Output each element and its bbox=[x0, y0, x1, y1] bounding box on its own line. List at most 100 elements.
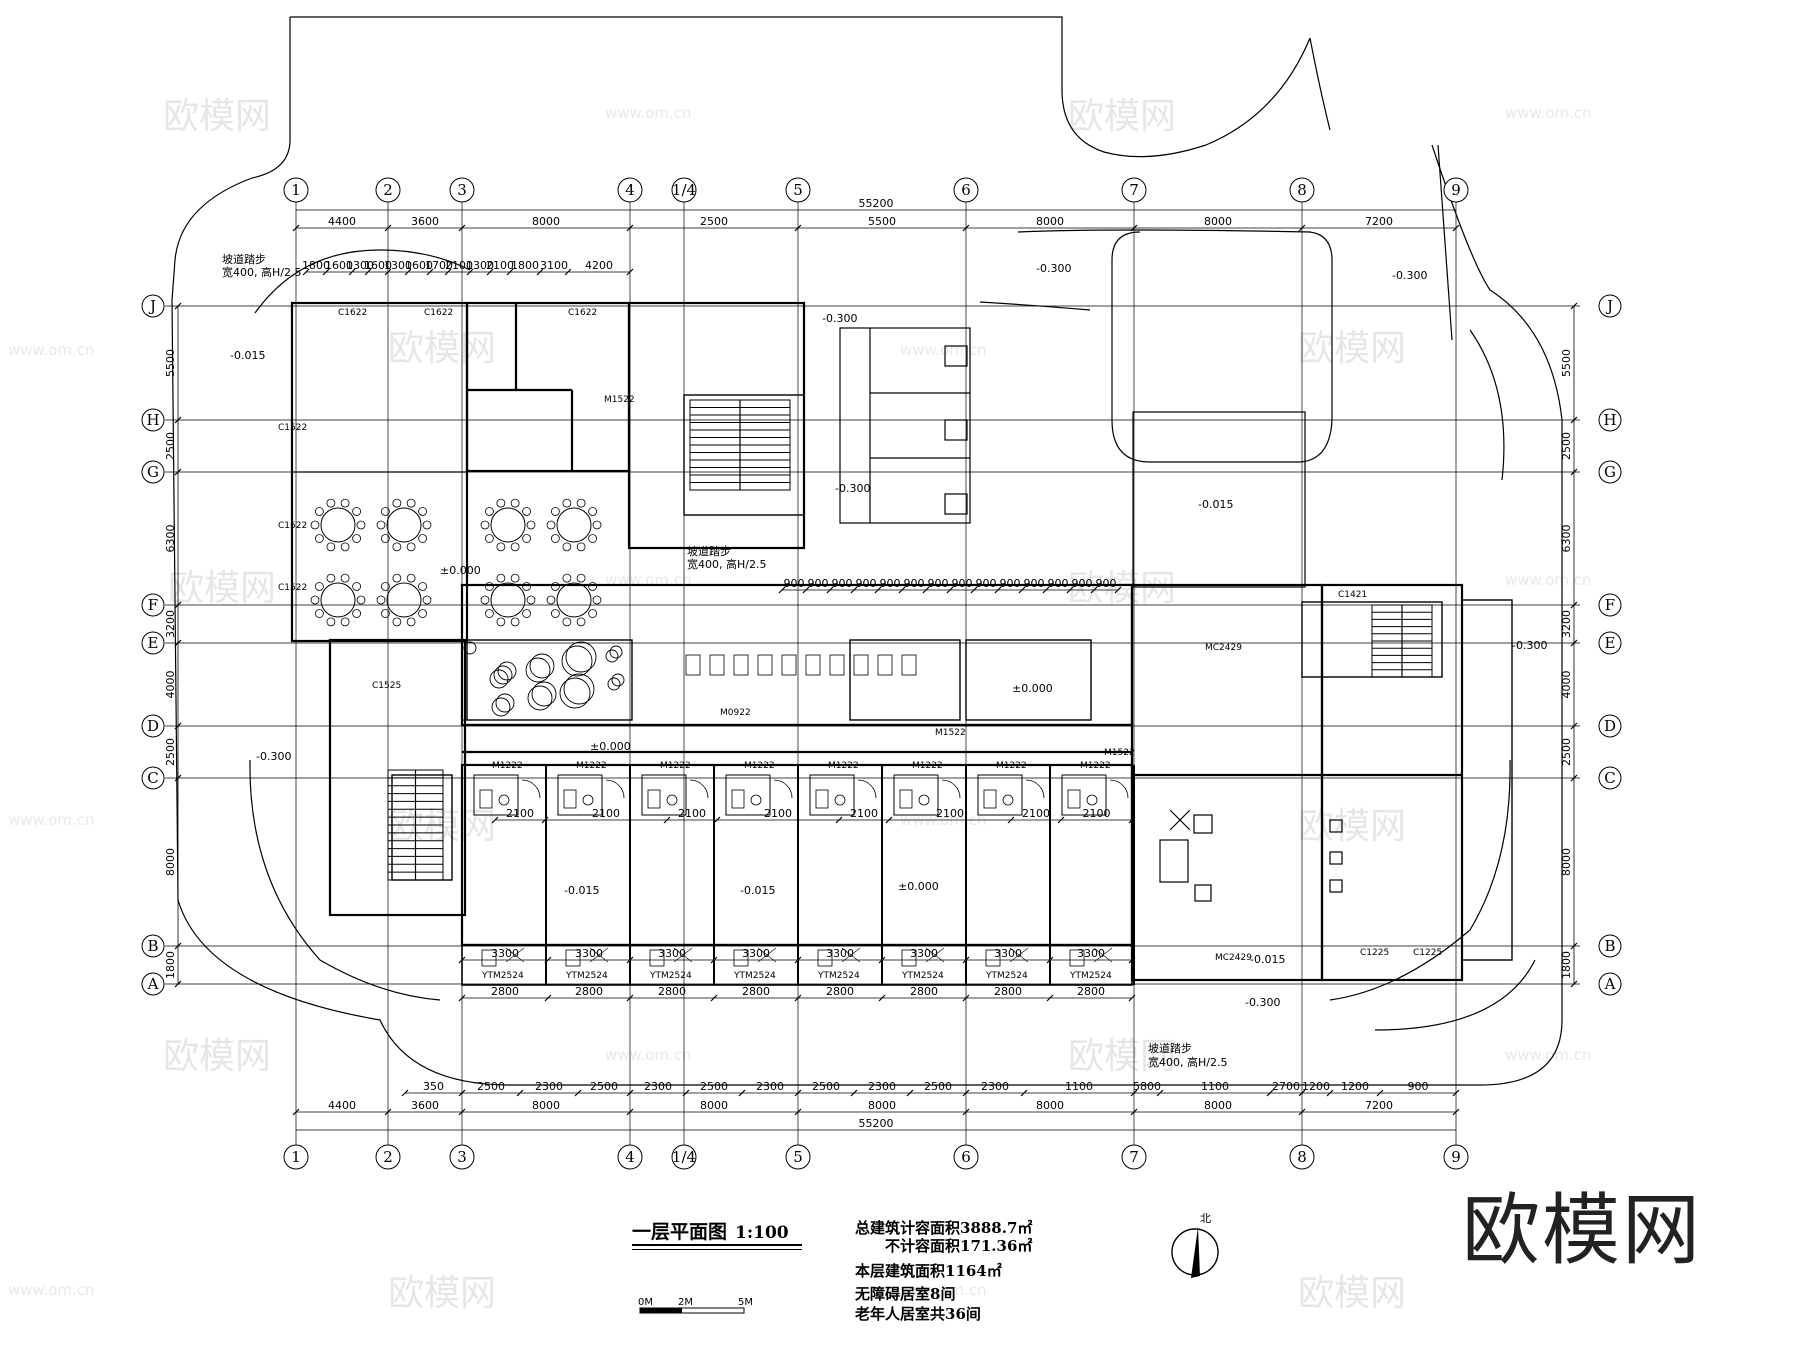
axis-bubble-row: C bbox=[141, 766, 165, 790]
window-tag: C1622 bbox=[424, 308, 453, 318]
axis-label-column: 7 bbox=[1129, 1148, 1139, 1166]
dimension-value: 3200 bbox=[1560, 610, 1573, 638]
dimension-detail-top: 1800160013001600130016001700210013002100… bbox=[302, 259, 634, 276]
dimension-value: 8000 bbox=[1204, 1099, 1232, 1112]
ramp-spec: 宽400, 高H/2.5 bbox=[1148, 1055, 1227, 1069]
toilet-stall bbox=[877, 654, 893, 676]
watermark-text: 欧模网 bbox=[1068, 1036, 1176, 1077]
door-tag: M0922 bbox=[720, 708, 751, 718]
dimension-value: 8000 bbox=[700, 1099, 728, 1112]
axis-label-row: C bbox=[1604, 769, 1615, 787]
dimension-value: 3200 bbox=[164, 610, 177, 638]
dimension-value: 4000 bbox=[164, 671, 177, 699]
dimension-value: 900 bbox=[1000, 577, 1021, 590]
dimension-value: 900 bbox=[1048, 577, 1069, 590]
watermark-url: www.om.cn bbox=[1505, 104, 1592, 122]
watermark-text: 欧模网 bbox=[388, 806, 496, 847]
axis-label-column: 8 bbox=[1297, 1148, 1307, 1166]
level-mark-outdoor: -0.300 bbox=[1245, 996, 1280, 1009]
door-tag: M1222 bbox=[912, 761, 943, 771]
area-note-exempt: 不计容面积171.36㎡ bbox=[885, 1237, 1033, 1255]
watermark-url: www.om.cn bbox=[605, 1046, 692, 1064]
axis-label-row: A bbox=[1604, 975, 1616, 993]
watermark-text: 欧模网 bbox=[1298, 1273, 1406, 1314]
dimension-value: 900 bbox=[928, 577, 949, 590]
dimension-value: 2500 bbox=[924, 1080, 952, 1093]
dimension-value: 5800 bbox=[1133, 1080, 1161, 1093]
dimension-value: 1800 bbox=[302, 259, 330, 272]
axis-bubble-column: 6 bbox=[953, 1144, 979, 1170]
watermark-url: www.om.cn bbox=[1505, 571, 1592, 589]
accessible-room-note: 无障碍居室8间 bbox=[855, 1285, 956, 1303]
window-tag: C1522 bbox=[278, 521, 307, 531]
level-mark-wet: -0.015 bbox=[230, 349, 265, 362]
dimension-value: 3300 bbox=[742, 947, 770, 960]
dimension-value: 2800 bbox=[994, 985, 1022, 998]
axis-label-row: B bbox=[1604, 937, 1615, 955]
dimension-value: 7200 bbox=[1365, 215, 1393, 228]
title-underline bbox=[632, 1244, 802, 1246]
dimension-total: 55200 bbox=[859, 197, 894, 210]
dimension-value: 3300 bbox=[994, 947, 1022, 960]
axis-label-column: 3 bbox=[457, 1148, 467, 1166]
dimension-value: 5500 bbox=[164, 349, 177, 377]
round-table bbox=[480, 498, 536, 552]
axis-bubble-column: 8 bbox=[1289, 177, 1315, 203]
level-mark-outdoor: -0.300 bbox=[822, 312, 857, 325]
dimension-value: 2800 bbox=[742, 985, 770, 998]
toilet-stall bbox=[901, 654, 917, 676]
dimension-value: 2500 bbox=[164, 432, 177, 460]
dimension-value: 6300 bbox=[1560, 525, 1573, 553]
door-tag: M1222 bbox=[744, 761, 775, 771]
level-mark-wet: -0.015 bbox=[1198, 498, 1233, 511]
north-label: 北 bbox=[1200, 1212, 1211, 1225]
dimension-value: 3300 bbox=[910, 947, 938, 960]
dimension-value: 1300 bbox=[466, 259, 494, 272]
dimension-value: 1600 bbox=[325, 259, 353, 272]
axis-label-column: 5 bbox=[793, 1148, 803, 1166]
dimension-value: 1600 bbox=[364, 259, 392, 272]
door-tag: M1222 bbox=[996, 761, 1027, 771]
stairs bbox=[387, 399, 1433, 881]
dimension-value: 1300 bbox=[384, 259, 412, 272]
dimension-value: 3300 bbox=[658, 947, 686, 960]
north-arrow: 北 bbox=[1171, 1212, 1219, 1278]
dimension-value: 900 bbox=[1408, 1080, 1429, 1093]
dimension-value: 8000 bbox=[1204, 215, 1232, 228]
ramp-note: 坡道踏步 bbox=[687, 544, 731, 558]
dimension-value: 2100 bbox=[445, 259, 473, 272]
garden-planting bbox=[461, 639, 633, 721]
dimension-value: 2500 bbox=[477, 1080, 505, 1093]
axis-bubble-column: 1/4 bbox=[671, 177, 697, 203]
dimension-value: 2300 bbox=[756, 1080, 784, 1093]
watermark-url: www.om.cn bbox=[8, 811, 95, 829]
axis-bubble-column: 5 bbox=[785, 177, 811, 203]
dimension-total-top: 55200 bbox=[296, 197, 1456, 211]
scale-label-2: 2M bbox=[678, 1297, 693, 1308]
area-note-total: 总建筑计容面积3888.7㎡ bbox=[855, 1219, 1033, 1237]
axis-bubble-column: 7 bbox=[1121, 177, 1147, 203]
dimension-value: 900 bbox=[880, 577, 901, 590]
door-tag: M1222 bbox=[576, 761, 607, 771]
dimension-value: 5500 bbox=[868, 215, 896, 228]
dimension-value: 8000 bbox=[532, 1099, 560, 1112]
axis-bubble-row: A bbox=[141, 972, 165, 996]
dimension-value: 3300 bbox=[826, 947, 854, 960]
dimension-value: 4400 bbox=[328, 215, 356, 228]
dimension-value: 8000 bbox=[1036, 215, 1064, 228]
axis-label-row: E bbox=[148, 634, 159, 652]
watermark-url: www.om.cn bbox=[8, 341, 95, 359]
axis-label-row: D bbox=[1604, 717, 1616, 735]
axis-bubble-column: 3 bbox=[449, 1144, 475, 1170]
dimension-value: 4200 bbox=[585, 259, 613, 272]
dimension-value: 900 bbox=[976, 577, 997, 590]
round-table bbox=[546, 573, 602, 627]
